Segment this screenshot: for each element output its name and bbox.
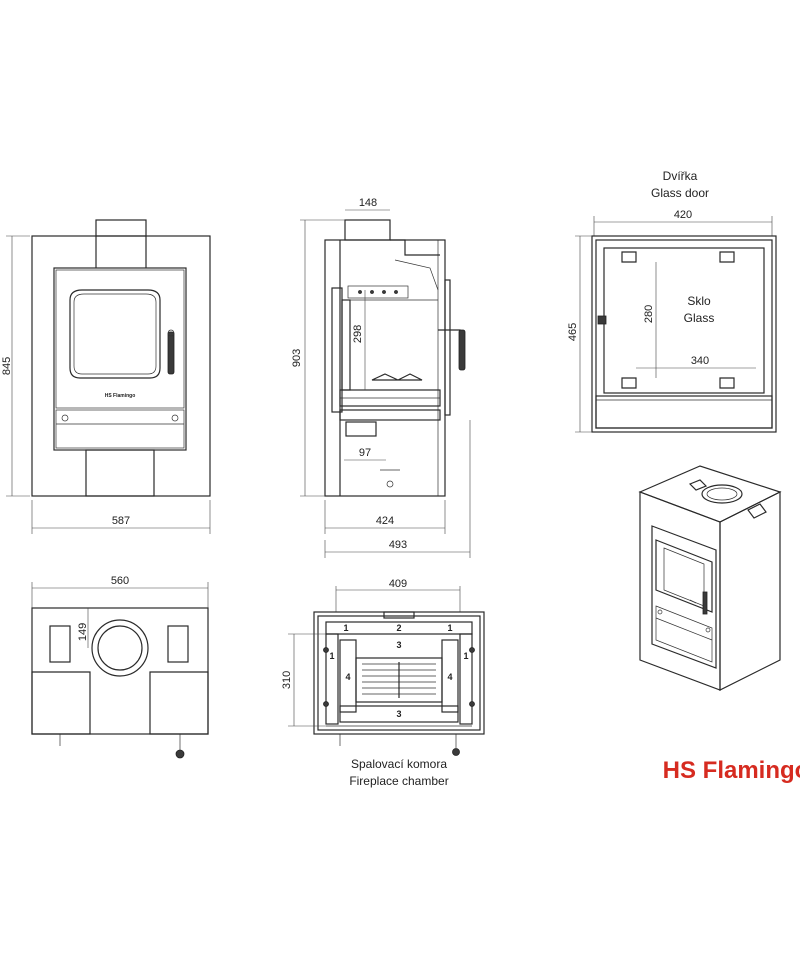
front-view: HS Flamingo 845 587 (1, 219, 211, 534)
chamber-height-dim: 310 (281, 671, 293, 689)
chamber-title-en: Fireplace chamber (349, 774, 448, 788)
chamber-part-4-right: 4 (447, 672, 452, 682)
glass-height-dim: 280 (643, 305, 655, 323)
chamber-part-3-bottom: 3 (396, 709, 401, 719)
chamber-view: 409 1 2 1 3 1 1 4 (281, 578, 485, 788)
brand-logo: HS Flamingo (663, 757, 800, 784)
front-brand-plate: HS Flamingo (105, 393, 136, 399)
glass-door-height-dim: 465 (567, 323, 579, 341)
side-height-dim: 903 (291, 349, 303, 367)
top-view: 560 149 (31, 575, 209, 759)
glass-width-dim: 340 (691, 355, 709, 367)
top-offset-dim: 149 (77, 623, 89, 641)
isometric-view (638, 465, 782, 691)
glass-door-view: Dvířka Glass door 420 280 340 Sklo Glass… (567, 169, 777, 433)
chamber-width-dim: 409 (389, 578, 407, 590)
chamber-part-4-left: 4 (345, 672, 350, 682)
side-inner-dim: 298 (352, 325, 364, 343)
front-width-dim: 587 (112, 515, 130, 527)
glass-door-title-cz: Dvířka (663, 169, 698, 183)
chamber-part-3-top: 3 (396, 640, 401, 650)
glass-door-title-en: Glass door (651, 186, 709, 200)
glass-door-width-dim: 420 (674, 209, 692, 221)
chamber-part-2-top: 2 (396, 623, 401, 633)
chamber-part-1-top-right: 1 (447, 623, 452, 633)
glass-label-en: Glass (684, 311, 715, 325)
chamber-part-1-top-left: 1 (343, 623, 348, 633)
side-section-view: 148 903 298 97 424 493 (291, 197, 471, 558)
chamber-title-cz: Spalovací komora (351, 757, 447, 771)
chamber-part-1-right: 1 (463, 651, 468, 661)
top-width-dim: 560 (111, 575, 129, 587)
chamber-part-1-left: 1 (329, 651, 334, 661)
front-height-dim: 845 (1, 357, 13, 375)
side-total-depth-dim: 493 (389, 539, 407, 551)
side-top-dim: 148 (359, 197, 377, 209)
grate (362, 662, 436, 698)
glass-label-cz: Sklo (687, 294, 711, 308)
side-ash-dim: 97 (359, 447, 371, 459)
side-depth-dim: 424 (376, 515, 394, 527)
